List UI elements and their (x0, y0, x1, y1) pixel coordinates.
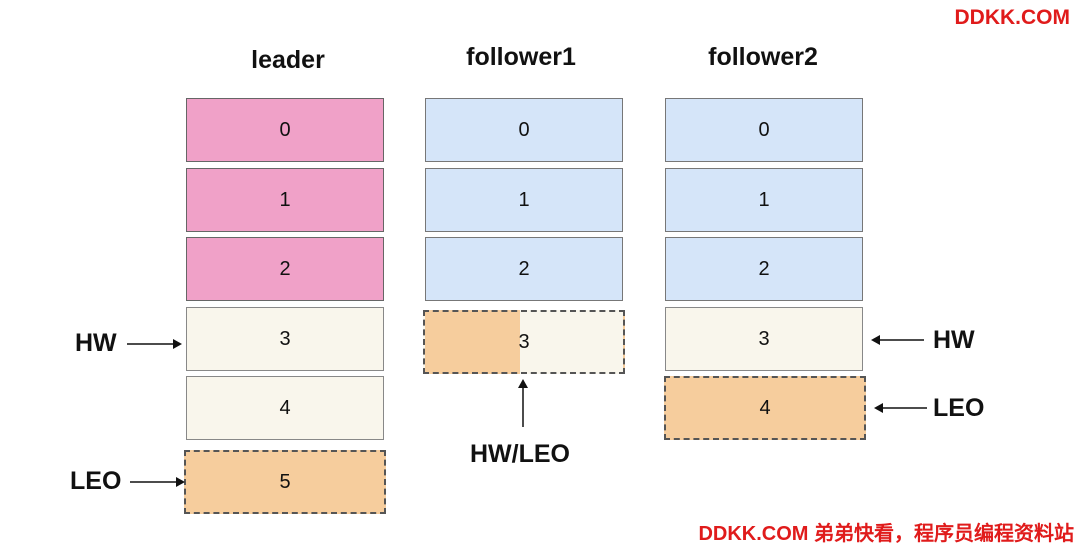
follower1-offset-1: 1 (425, 168, 623, 232)
offset-label: 4 (279, 396, 291, 419)
follower1-hwleo-label: HW/LEO (470, 440, 570, 468)
watermark-bottom: DDKK.COM 弟弟快看，程序员编程资料站 (698, 523, 1074, 545)
leader-offset-1: 1 (186, 168, 384, 232)
leader-offset-3: 3 (186, 307, 384, 371)
offset-label: 3 (758, 327, 770, 350)
offset-label: 3 (279, 327, 291, 350)
follower1-offset-2: 2 (425, 237, 623, 301)
leader-offset-5: 5 (184, 450, 386, 514)
offset-label: 1 (518, 188, 530, 211)
follower2-leo-label: LEO (933, 394, 985, 422)
offset-label: 0 (279, 118, 291, 141)
follower2-offset-0: 0 (665, 98, 863, 162)
offset-label: 4 (759, 396, 771, 419)
follower2-offset-2: 2 (665, 237, 863, 301)
follower1-offset-0: 0 (425, 98, 623, 162)
leader-offset-2: 2 (186, 237, 384, 301)
offset-label: 2 (279, 257, 291, 280)
offset-label: 0 (758, 118, 770, 141)
offset-label: 1 (758, 188, 770, 211)
follower1-title: follower1 (466, 43, 576, 71)
follower2-hw-arrow-icon (871, 335, 924, 345)
follower1-hwleo-arrow-icon (518, 379, 528, 427)
leader-hw-label: HW (75, 329, 117, 357)
follower2-offset-3: 3 (665, 307, 863, 371)
follower2-offset-4: 4 (664, 376, 866, 440)
watermark-top: DDKK.COM (954, 6, 1071, 29)
follower2-leo-arrow-icon (874, 403, 927, 413)
offset-label: 5 (279, 470, 291, 493)
follower2-offset-1: 1 (665, 168, 863, 232)
offset-label: 3 (518, 330, 530, 353)
leader-offset-4: 4 (186, 376, 384, 440)
leader-leo-label: LEO (70, 467, 122, 495)
leader-offset-0: 0 (186, 98, 384, 162)
follower1-offset-3: 3 (423, 310, 625, 374)
offset-label: 2 (518, 257, 530, 280)
offset-label: 0 (518, 118, 530, 141)
offset-label: 2 (758, 257, 770, 280)
leader-leo-arrow-icon (130, 477, 185, 487)
offset-label: 1 (279, 188, 291, 211)
follower2-title: follower2 (708, 43, 818, 71)
leader-hw-arrow-icon (127, 339, 182, 349)
follower2-hw-label: HW (933, 326, 975, 354)
leader-title: leader (251, 46, 325, 74)
